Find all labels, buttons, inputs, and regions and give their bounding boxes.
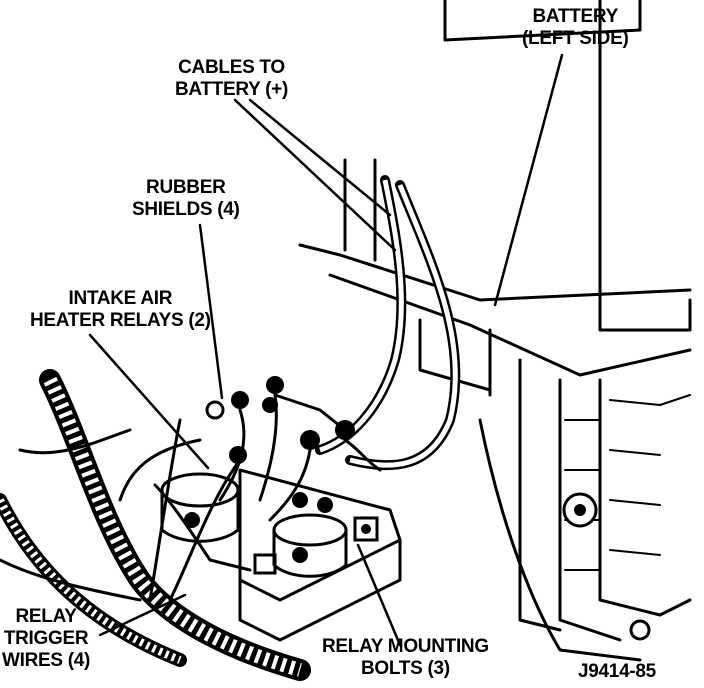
figure-id: J9414-85 [578,661,656,682]
leader-lines [88,53,564,647]
battery-box [298,0,692,642]
cables-label: CABLES TO BATTERY (+) [175,57,288,100]
mounting-bolts-label: RELAY MOUNTING BOLTS (3) [322,636,489,679]
mounting-plate [238,468,402,642]
relay-1 [160,472,240,543]
rubber-shields-label: RUBBER SHIELDS (4) [132,177,240,220]
relay-2 [272,513,348,578]
trigger-wires-label: RELAY TRIGGER WIRES (4) [2,606,91,671]
battery-label: BATTERY (LEFT SIDE) [522,6,629,49]
wire-loom [0,369,311,681]
terminals [205,376,355,513]
heater-relays-label: INTAKE AIR HEATER RELAYS (2) [30,288,211,331]
